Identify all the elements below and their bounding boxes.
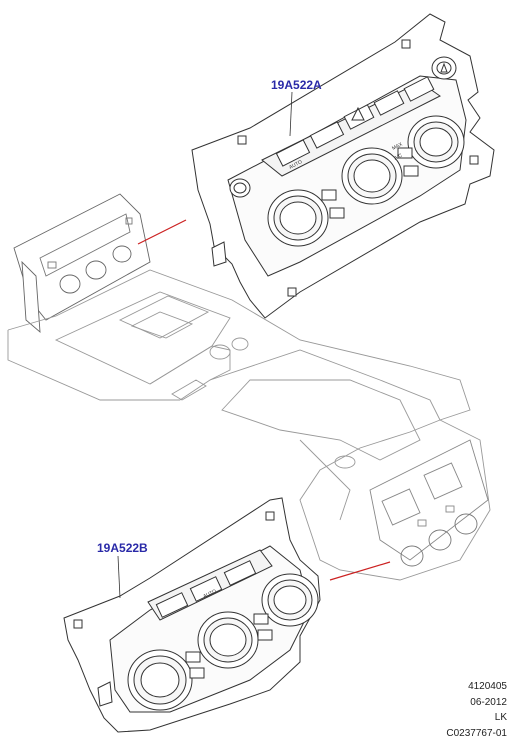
red-leader-lower	[329, 561, 391, 581]
red-leader-upper	[137, 219, 187, 245]
upper-button-4	[373, 90, 405, 116]
lower-side-button-4	[257, 629, 273, 641]
upper-auto-label: AUTO	[288, 159, 303, 171]
callout-19a522a: 19A522A	[271, 78, 322, 92]
upper-button-5	[403, 76, 435, 102]
upper-mount-hole-2	[401, 39, 411, 49]
upper-mount-hole-1	[237, 135, 247, 145]
footer-author: LK	[494, 712, 507, 723]
upper-side-button-4	[403, 165, 419, 177]
upper-hazard-button	[343, 104, 375, 130]
lower-side-button-1	[185, 651, 201, 663]
lower-knob-left	[127, 649, 193, 711]
upper-button-2	[309, 121, 345, 149]
upper-knob-center	[341, 147, 403, 205]
upper-connector	[211, 241, 227, 267]
upper-side-button-3	[397, 147, 413, 159]
eject-icon	[440, 62, 448, 73]
lower-side-button-3	[253, 613, 269, 625]
upper-side-button-1	[321, 189, 337, 201]
upper-small-knob-left	[229, 178, 251, 198]
lower-callout-leader	[117, 555, 121, 599]
vehicle-centre-console	[7, 193, 491, 581]
lower-mount-hole-2	[265, 511, 275, 521]
rear-console-panel	[369, 439, 489, 561]
upper-knob-right	[407, 115, 465, 169]
lower-knob-center	[197, 611, 259, 669]
lower-auto-button	[189, 576, 223, 602]
upper-knob-left	[267, 189, 329, 247]
lower-button-1	[155, 592, 189, 618]
upper-max-label: MAX	[391, 141, 404, 152]
lower-button-3	[223, 560, 257, 586]
upper-callout-leader	[289, 91, 293, 137]
upper-small-knob-right	[431, 56, 457, 80]
upper-mount-hole-3	[469, 155, 479, 165]
upper-side-button-2	[329, 207, 345, 219]
upper-climate-control-panel	[191, 13, 495, 319]
hazard-icon	[351, 106, 365, 121]
upper-ac-label: A/C	[393, 152, 403, 161]
lower-knob-right	[261, 573, 319, 627]
lower-connector	[97, 681, 113, 707]
lower-side-button-2	[189, 667, 205, 679]
lower-auto-label: AUTO	[202, 588, 217, 599]
upper-auto-button	[275, 139, 311, 167]
lower-climate-control-panel	[63, 497, 321, 733]
lower-mount-hole-1	[73, 619, 83, 629]
footer-date: 06-2012	[470, 697, 507, 708]
footer-ref: C0237767-01	[446, 728, 507, 739]
footer-code: 4120405	[468, 681, 507, 692]
upper-mount-hole-4	[287, 287, 297, 297]
callout-19a522b: 19A522B	[97, 541, 148, 555]
